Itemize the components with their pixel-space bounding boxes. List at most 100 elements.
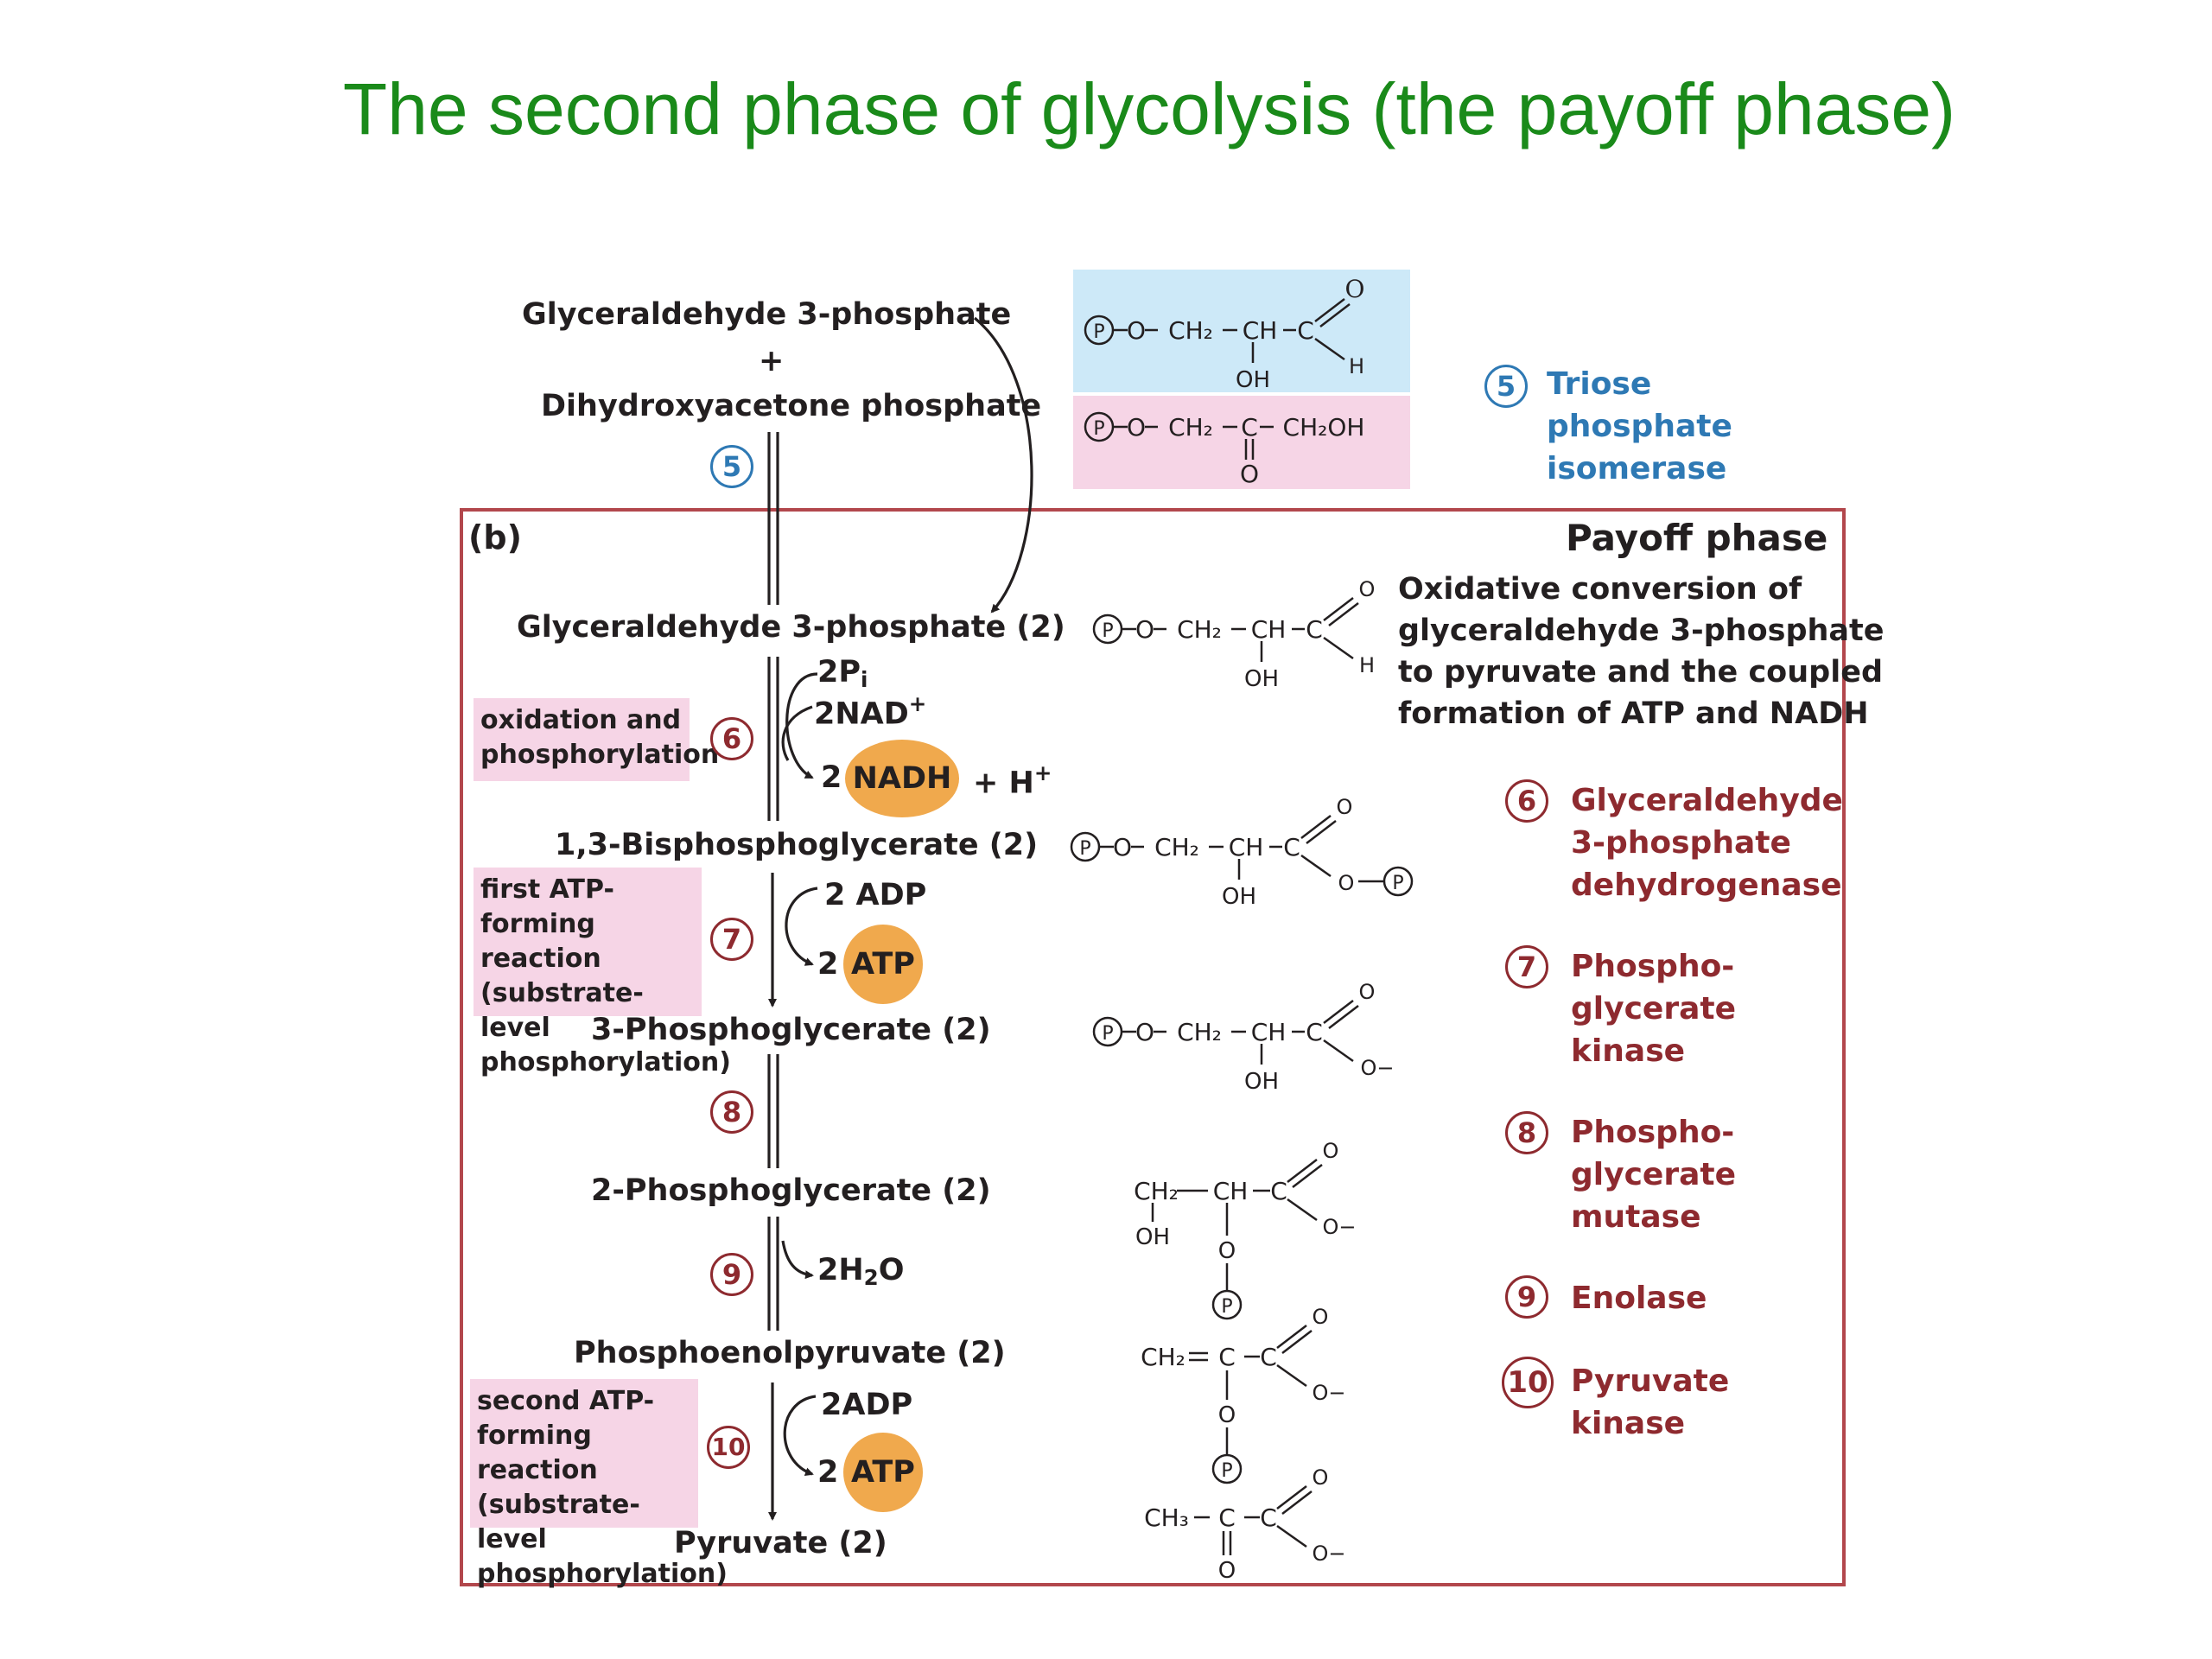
step-6-circle: 6 [710,717,753,760]
h-plus-output: + H+ [973,760,1052,801]
step-9-circle: 9 [710,1253,753,1296]
pep-phosphate-circle [1211,1453,1243,1484]
3pg-o1: O [1135,1018,1154,1046]
g3p-structure-box [1073,270,1410,392]
bpg-phosphate-circle-2 [1382,866,1414,897]
pi-input: 2Pi [817,655,868,693]
pep-ominus: O− [1313,1381,1346,1405]
top-g3p-oh: OH [1236,367,1270,393]
enzyme-8-name: Phospho- glycerate mutase [1571,1115,1737,1235]
compound-bpg: 1,3-Bisphosphoglycerate (2) [555,828,1039,862]
bpg-c: C [1283,833,1300,861]
top-g3p-ch2: CH₂ [1168,316,1213,345]
tag-first-atp-forming: first ATP-forming reaction (substrate-le… [474,868,731,1077]
2pg-ch2: CH₂ [1134,1177,1179,1205]
atp-label-1: ATP [851,947,915,982]
page-title: The second phase of glycolysis (the payo… [342,68,1956,149]
3pg-o2: O [1359,980,1376,1004]
compound-2pg: 2-Phosphoglycerate (2) [591,1173,991,1208]
g3p-oh: OH [1244,666,1279,692]
adp-input-2: 2ADP [821,1388,913,1422]
bpg-o2: O [1337,795,1353,819]
compound-3pg: 3-Phosphoglycerate (2) [591,1013,991,1047]
step-5-circle: 5 [710,445,753,488]
top-dhap-ch2: CH₂ [1168,413,1213,442]
top-dhap-c: C [1241,413,1258,442]
top-dhap-p-label: P [1093,418,1104,440]
enzyme-5-name: Triose phosphate isomerase [1547,366,1732,486]
2pg-p-label: P [1221,1296,1232,1318]
nadh-coef: 2 [821,760,842,795]
atp-label-2: ATP [851,1455,915,1490]
2pg-c: C [1270,1177,1287,1205]
tag-second-atp-forming: second ATP-forming reaction (substrate-l… [470,1379,728,1589]
2pg-o-bridge: O [1218,1238,1236,1264]
pyr-c2: C [1260,1503,1277,1532]
top-dhap-o1: O [1127,413,1146,442]
bpg-oh: OH [1222,884,1256,910]
bpg-ch2: CH₂ [1154,833,1199,861]
panel-description: Oxidative conversion of glyceraldehyde 3… [1398,572,1885,731]
pyr-o-keto: O [1218,1558,1236,1584]
top-plus: + [759,344,785,378]
enzyme-8-circle: 8 [1505,1111,1548,1154]
2pg-ch: CH [1213,1177,1249,1205]
compound-g3p: Glyceraldehyde 3-phosphate (2) [517,610,1065,645]
top-g3p-ch: CH [1243,316,1278,345]
enzyme-10-name: Pyruvate kinase [1571,1363,1730,1441]
enzyme-6-circle: 6 [1505,779,1548,823]
step-8-circle: 8 [710,1090,753,1134]
3pg-ominus: O− [1361,1056,1395,1080]
2pg-phosphate-circle [1211,1289,1243,1320]
top-g3p-c: C [1297,316,1314,345]
pep-ch2: CH₂ [1141,1343,1185,1371]
panel-label: (b) [468,518,522,556]
compound-pyruvate: Pyruvate (2) [674,1526,887,1560]
3pg-ch2: CH₂ [1177,1018,1222,1046]
pep-c1: C [1218,1343,1236,1371]
adp-input-1: 2 ADP [824,878,927,912]
dhap-structure-box [1073,396,1410,489]
pyr-ominus: O− [1313,1541,1346,1566]
3pg-p-label: P [1102,1023,1113,1045]
pep-p-label: P [1221,1460,1232,1482]
enzyme-6-name: Glyceraldehyde 3-phosphate dehydrogenase [1571,783,1843,903]
g3p-o1: O [1135,615,1154,644]
pyr-ch3: CH₃ [1144,1503,1189,1532]
2pg-oh: OH [1135,1224,1170,1250]
top-g3p-o2: O [1345,275,1365,303]
enzyme-7-name: Phospho- glycerate kinase [1571,949,1737,1069]
g3p-h: H [1359,653,1375,677]
nadh-label: NADH [852,761,952,796]
panel-heading: Payoff phase [1566,517,1828,559]
bpg-o3: O [1338,871,1355,895]
pyr-o2: O [1313,1465,1329,1490]
pep-c2: C [1260,1343,1277,1371]
top-g3p-o1: O [1127,316,1146,345]
top-g3p-label: Glyceraldehyde 3-phosphate [522,297,1012,332]
nad-input: 2NAD+ [814,691,927,732]
g3p-o2: O [1359,577,1376,601]
atp-oval-2: ATP [843,1433,923,1512]
tag-oxidation-phosphorylation: oxidation and phosphorylation [474,698,719,781]
2pg-ominus: O− [1323,1215,1357,1239]
g3p-c: C [1306,615,1323,644]
nadh-oval: NADH [845,740,959,817]
enzyme-10-circle: 10 [1502,1357,1554,1408]
bpg-p1-label: P [1079,838,1090,860]
enzyme-9-name: Enolase [1571,1281,1707,1316]
pep-o2: O [1313,1305,1329,1329]
atp-oval-1: ATP [843,925,923,1004]
enzyme-9-circle: 9 [1505,1275,1548,1319]
bpg-ch: CH [1229,833,1264,861]
g3p-ch2: CH₂ [1177,615,1222,644]
top-g3p-h: H [1349,354,1364,378]
step-7-circle: 7 [710,918,753,961]
enzyme-7-circle: 7 [1505,945,1548,988]
g3p-p-label: P [1102,620,1113,642]
water-output: 2H2O [817,1253,905,1291]
top-dhap-ch2oh: CH₂OH [1283,413,1365,442]
pyr-c1: C [1218,1503,1236,1532]
3pg-c: C [1306,1018,1323,1046]
payoff-panel-frame [460,508,1846,1586]
